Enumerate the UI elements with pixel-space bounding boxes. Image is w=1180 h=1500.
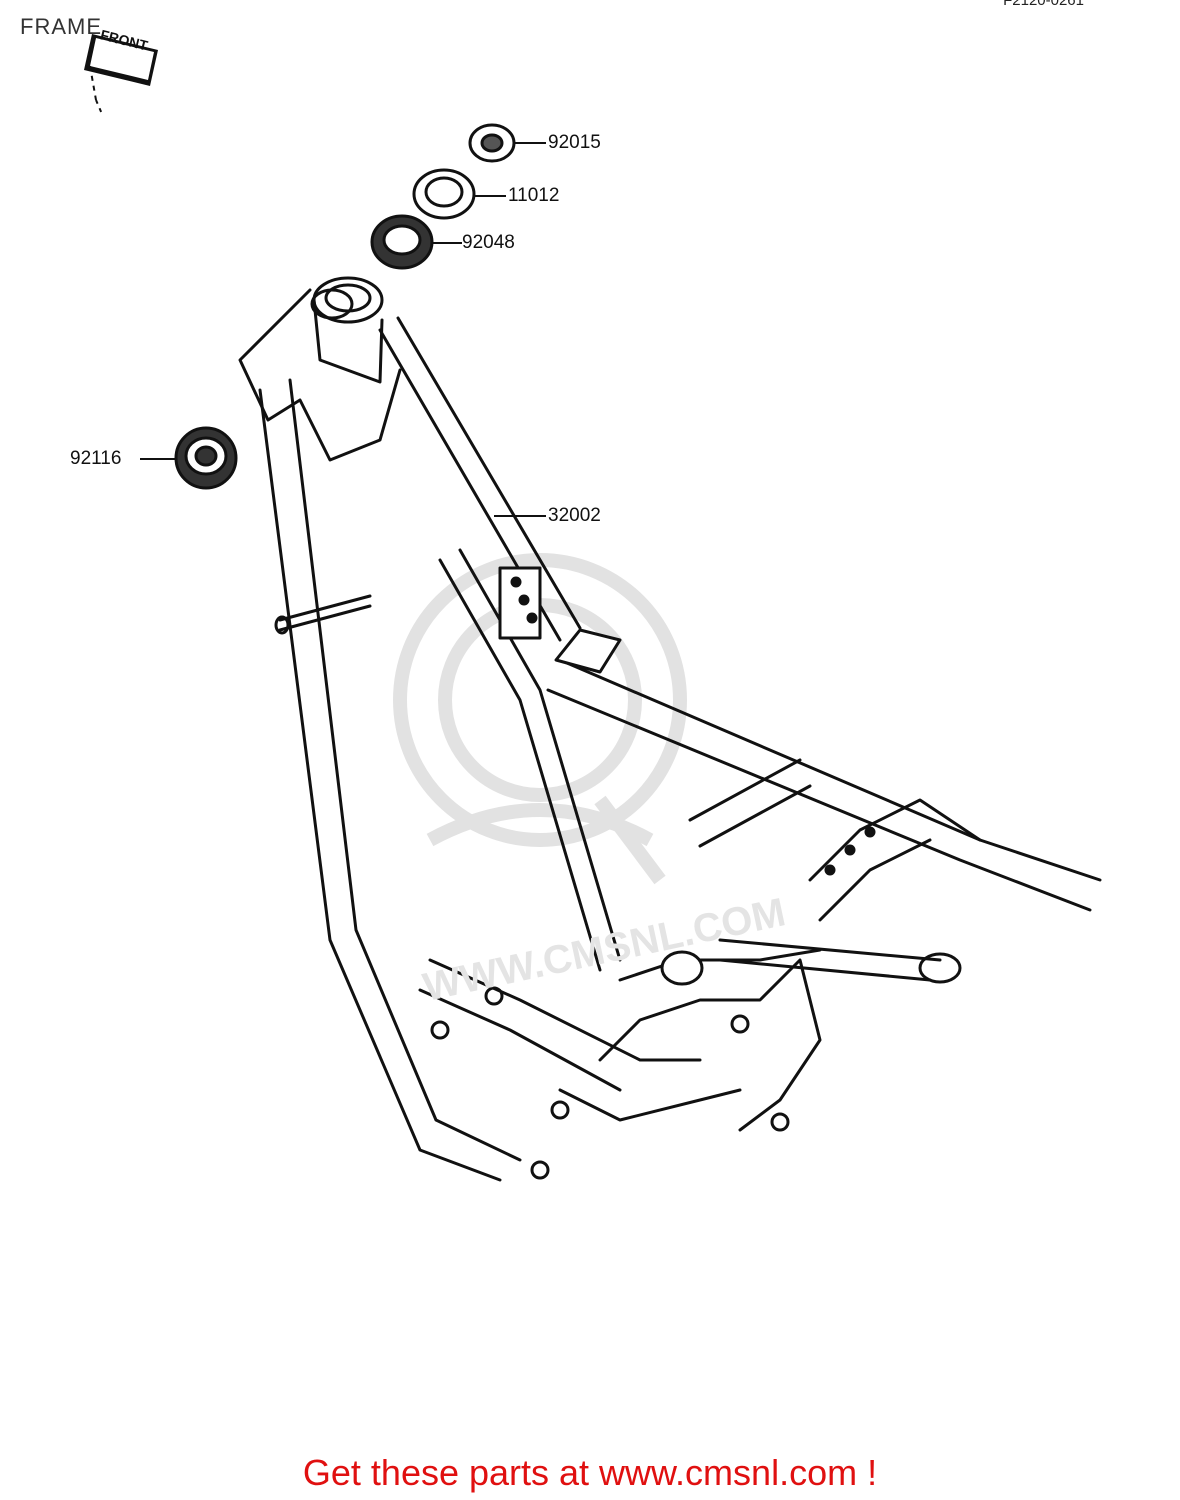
reference-code: F2120-0261 xyxy=(1003,0,1084,9)
part-label-32002[interactable]: 32002 xyxy=(548,505,601,526)
upper-bearing-part xyxy=(370,214,434,270)
page-title: FRAME xyxy=(20,14,102,39)
steering-nut-part xyxy=(468,123,516,163)
part-label-11012[interactable]: 11012 xyxy=(508,185,560,206)
part-label-92015[interactable]: 92015 xyxy=(548,132,601,153)
front-tag: FRONT xyxy=(88,24,164,66)
frame-body xyxy=(238,276,1102,1182)
part-label-92048[interactable]: 92048 xyxy=(462,232,515,253)
front-arrow-tag xyxy=(84,34,158,115)
leader-lines xyxy=(140,142,546,517)
front-tag-label: FRONT xyxy=(98,26,150,54)
lower-bearing-part xyxy=(174,426,238,490)
bearing-cap-part xyxy=(412,168,476,220)
part-label-92116[interactable]: 92116 xyxy=(70,448,122,469)
footer-parts-link[interactable]: Get these parts at www.cmsnl.com ! xyxy=(302,1452,878,1493)
